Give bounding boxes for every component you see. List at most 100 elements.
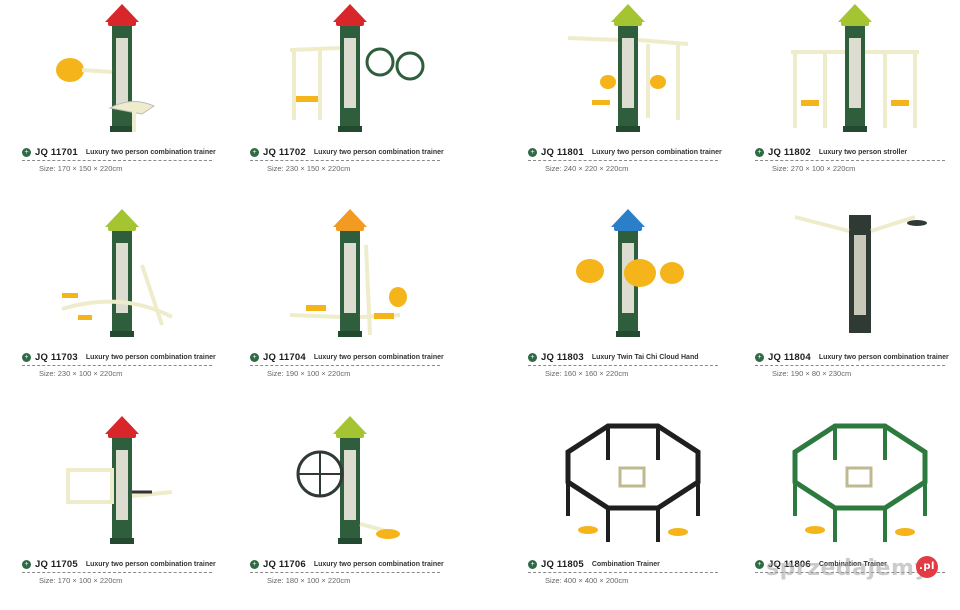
plus-icon: + (528, 560, 537, 569)
product-card: + JQ 11704 Luxury two person combination t… (250, 205, 450, 395)
equipment-illustration (66, 416, 173, 544)
product-card: + JQ 11701 Luxury two person combination t… (22, 0, 222, 190)
roof-shape (333, 4, 367, 22)
product-card: + JQ 11702 Luxury two person combination t… (250, 0, 450, 190)
plus-icon: + (22, 148, 31, 157)
plus-icon: + (22, 353, 31, 362)
product-description: Luxury two person combination trainer (85, 561, 216, 568)
product-code: JQ 11706 (263, 559, 306, 570)
caption-title-row: + JQ 11801 Luxury two person combination t… (528, 147, 722, 161)
product-code: JQ 11704 (263, 352, 306, 363)
product-code: JQ 11803 (541, 352, 584, 363)
product-card: + JQ 11706 Luxury two person combination t… (250, 412, 450, 602)
product-card: + JQ 11705 Luxury two person combination t… (22, 412, 222, 602)
plus-icon: + (528, 148, 537, 157)
product-code: JQ 11702 (263, 147, 306, 158)
product-size: Size: 180 × 100 × 220cm (267, 576, 351, 585)
roof-shape (333, 416, 367, 434)
product-card: + JQ 11801 Luxury two person combination t… (528, 0, 728, 190)
watermark-logo: sprzedajemy .pl (766, 556, 956, 596)
product-description: Combination Trainer (818, 561, 887, 568)
product-size: Size: 190 × 100 × 220cm (267, 369, 351, 378)
product-description: Luxury two person stroller (818, 149, 908, 156)
equipment-illustration (794, 215, 927, 333)
equipment-illustration (56, 4, 156, 132)
product-description: Combination Trainer (591, 561, 660, 568)
product-caption: + JQ 11801 Luxury two person combination t… (528, 147, 728, 173)
product-caption: + JQ 11703 Luxury two person combination t… (22, 352, 222, 378)
caption-title-row: + JQ 11701 Luxury two person combination t… (22, 147, 216, 161)
caption-title-row: + JQ 11705 Luxury two person combination t… (22, 559, 216, 573)
product-code: JQ 11802 (768, 147, 811, 158)
product-card: + JQ 11703 Luxury two person combination t… (22, 205, 222, 395)
equipment-illustration (567, 4, 689, 132)
product-code: JQ 11806 (768, 559, 811, 570)
caption-title-row: + JQ 11704 Luxury two person combination t… (250, 352, 444, 366)
equipment-illustration (289, 209, 407, 337)
product-size: Size: 230 × 100 × 220cm (39, 369, 123, 378)
roof-shape (105, 209, 139, 227)
watermark-badge: .pl (916, 556, 938, 578)
product-code: JQ 11705 (35, 559, 78, 570)
product-description: Luxury two person combination trainer (591, 149, 722, 156)
product-card: + JQ 11806 Combination Trainer (755, 412, 955, 602)
product-size: Size: 170 × 100 × 220cm (39, 576, 123, 585)
product-description: Luxury two person combination trainer (85, 354, 216, 361)
caption-title-row: + JQ 11706 Luxury two person combination t… (250, 559, 444, 573)
product-size: Size: 400 × 400 × 200cm (545, 576, 629, 585)
plus-icon: + (250, 148, 259, 157)
equipment-illustration (61, 209, 173, 337)
product-size: Size: 170 × 150 × 220cm (39, 164, 123, 173)
roof-shape (105, 4, 139, 22)
plus-icon: + (250, 560, 259, 569)
caption-title-row: + JQ 11806 Combination Trainer (755, 559, 945, 573)
caption-title-row: + JQ 11703 Luxury two person combination t… (22, 352, 216, 366)
equipment-illustration (576, 209, 684, 337)
plus-icon: + (22, 560, 31, 569)
roof-shape (838, 4, 872, 22)
product-caption: + JQ 11705 Luxury two person combination t… (22, 559, 222, 585)
product-size: Size: 240 × 220 × 220cm (545, 164, 629, 173)
plus-icon: + (250, 353, 259, 362)
product-code: JQ 11801 (541, 147, 584, 158)
product-size: Size: 230 × 150 × 220cm (267, 164, 351, 173)
product-size: Size: 160 × 160 × 220cm (545, 369, 629, 378)
roof-shape (105, 416, 139, 434)
product-description: Luxury two person combination trainer (313, 149, 444, 156)
plus-icon: + (755, 148, 764, 157)
equipment-illustration (792, 423, 928, 542)
product-code: JQ 11804 (768, 352, 811, 363)
product-description: Luxury two person combination trainer (85, 149, 216, 156)
caption-title-row: + JQ 11702 Luxury two person combination t… (250, 147, 444, 161)
caption-title-row: + JQ 11802 Luxury two person stroller (755, 147, 945, 161)
product-caption: + JQ 11702 Luxury two person combination t… (250, 147, 450, 173)
roof-shape (611, 4, 645, 22)
product-code: JQ 11703 (35, 352, 78, 363)
plus-icon: + (755, 560, 764, 569)
product-code: JQ 11701 (35, 147, 78, 158)
product-description: Luxury two person combination trainer (313, 354, 444, 361)
product-description: Luxury two person combination trainer (313, 561, 444, 568)
product-caption: + JQ 11706 Luxury two person combination t… (250, 559, 450, 585)
caption-title-row: + JQ 11803 Luxury Twin Tai Chi Cloud Hand (528, 352, 718, 366)
product-caption: + JQ 11806 Combination Trainer (755, 559, 955, 576)
product-description: Luxury Twin Tai Chi Cloud Hand (591, 354, 699, 361)
product-size: Size: 190 × 80 × 230cm (772, 369, 852, 378)
roof-shape (611, 209, 645, 227)
equipment-illustration (296, 416, 400, 544)
roof-shape (333, 209, 367, 227)
product-caption: + JQ 11704 Luxury two person combination t… (250, 352, 450, 378)
plus-icon: + (755, 353, 764, 362)
product-size: Size: 270 × 100 × 220cm (772, 164, 856, 173)
plus-icon: + (528, 353, 537, 362)
